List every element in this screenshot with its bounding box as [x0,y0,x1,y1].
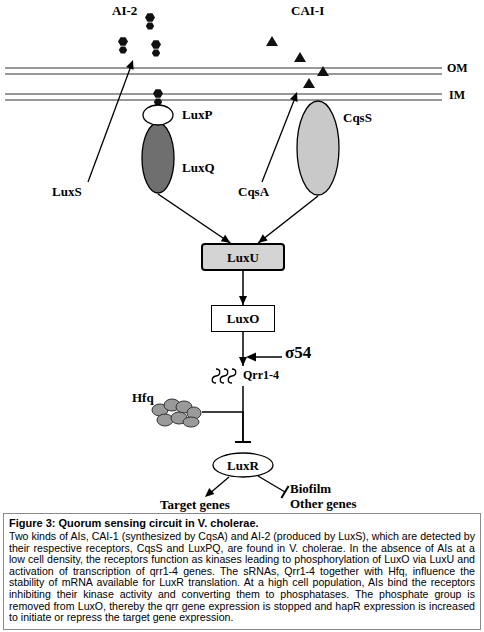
node-label: CqsS [343,110,372,125]
arrow-head [246,353,256,362]
synthesis-arrow [262,98,295,182]
caption-body: Two kinds of AIs, CAI-1 (synthesized by … [9,531,475,624]
connector-line [258,196,318,243]
node-label: Qrr1-4 [243,368,279,382]
sigma-factor-label: σ54 [285,343,311,362]
synthesis-arrow [88,66,131,182]
signal-connector [258,196,318,243]
small-rna: Qrr1-4 [212,366,296,386]
protein-subunit [157,414,173,426]
membrane-label: IM [449,88,465,102]
autoinducer-molecule [151,40,161,56]
caption-title: Figure 3: Quorum sensing circuit in V. c… [9,517,475,530]
connector-line [242,386,244,442]
rna-strand [212,369,220,383]
sensor-kinase: CqsS [295,100,387,198]
inhibition-bar [235,441,251,443]
rna-strand [228,369,236,383]
connector-line [202,412,243,442]
autoinducer-triangle [294,52,306,62]
connector-line [242,332,244,366]
arrow-head [221,235,231,243]
regulator-box: LuxO [211,305,275,332]
repression-line [258,476,285,492]
outline-ellipse [297,101,339,195]
inner-membrane-line [5,94,442,95]
connector-line [242,271,244,305]
outer-membrane-line [5,74,442,75]
repression-bar [281,486,288,498]
outline-ellipse [143,105,173,125]
autoinducer-molecule [118,37,128,53]
node-label: LuxU [227,250,259,265]
arrow-head [126,60,134,70]
kinase-ellipse [296,100,340,196]
signal-connector [158,194,230,243]
rna-squiggle [212,366,240,386]
autoinducer-triangle [266,36,278,46]
arrow-head [239,357,247,366]
signal-connector [235,386,251,442]
node-label: LuxP [182,107,212,122]
outline-ellipse [213,453,273,477]
autoinducer-molecule [153,89,163,105]
autoinducer-molecule [145,13,155,29]
arrow-head [290,92,298,102]
node-label: LuxO [227,311,260,326]
receptor-ellipse [142,104,174,126]
hfq-cluster [150,397,202,427]
arrow-head [239,296,247,305]
molecule-label: AI-2 [112,3,137,18]
kinase-ellipse [141,122,175,194]
autoinducer-triangle [303,78,315,88]
node-label: LuxQ [182,160,215,175]
outer-membrane-line [5,68,442,69]
inhibition-bar [235,441,251,443]
arrow-head [205,488,214,497]
arrow-head [258,234,268,243]
enzyme-label: CqsA [238,184,269,199]
output-label: Target genes [160,497,230,512]
connector-line [158,194,230,243]
membrane-label: OM [447,61,468,75]
rna-strand [220,369,228,383]
outline-ellipse [142,123,174,193]
inner-membrane-line [5,100,442,101]
sigma-factor-arrow [254,356,282,358]
master-regulator: LuxR [212,452,274,478]
signal-connector [239,332,247,366]
signal-connector [202,412,251,442]
chaperone-protein: Hfq [128,390,204,428]
molecule-label: CAI-I [291,3,324,18]
enzyme-label: LuxS [52,184,82,199]
sensor-kinase: LuxQ [140,122,225,196]
phosphotransfer-box: LuxU [201,243,285,271]
node-label: LuxR [227,458,259,473]
autoinducer-triangle [317,66,329,76]
signal-connector [239,271,247,305]
node-label: Hfq [132,390,154,405]
output-label: Biofilm Other genes [290,481,360,511]
protein-subunit [183,417,199,427]
receptor-protein: LuxP [140,104,225,128]
caption-box: Figure 3: Quorum sensing circuit in V. c… [3,513,481,630]
